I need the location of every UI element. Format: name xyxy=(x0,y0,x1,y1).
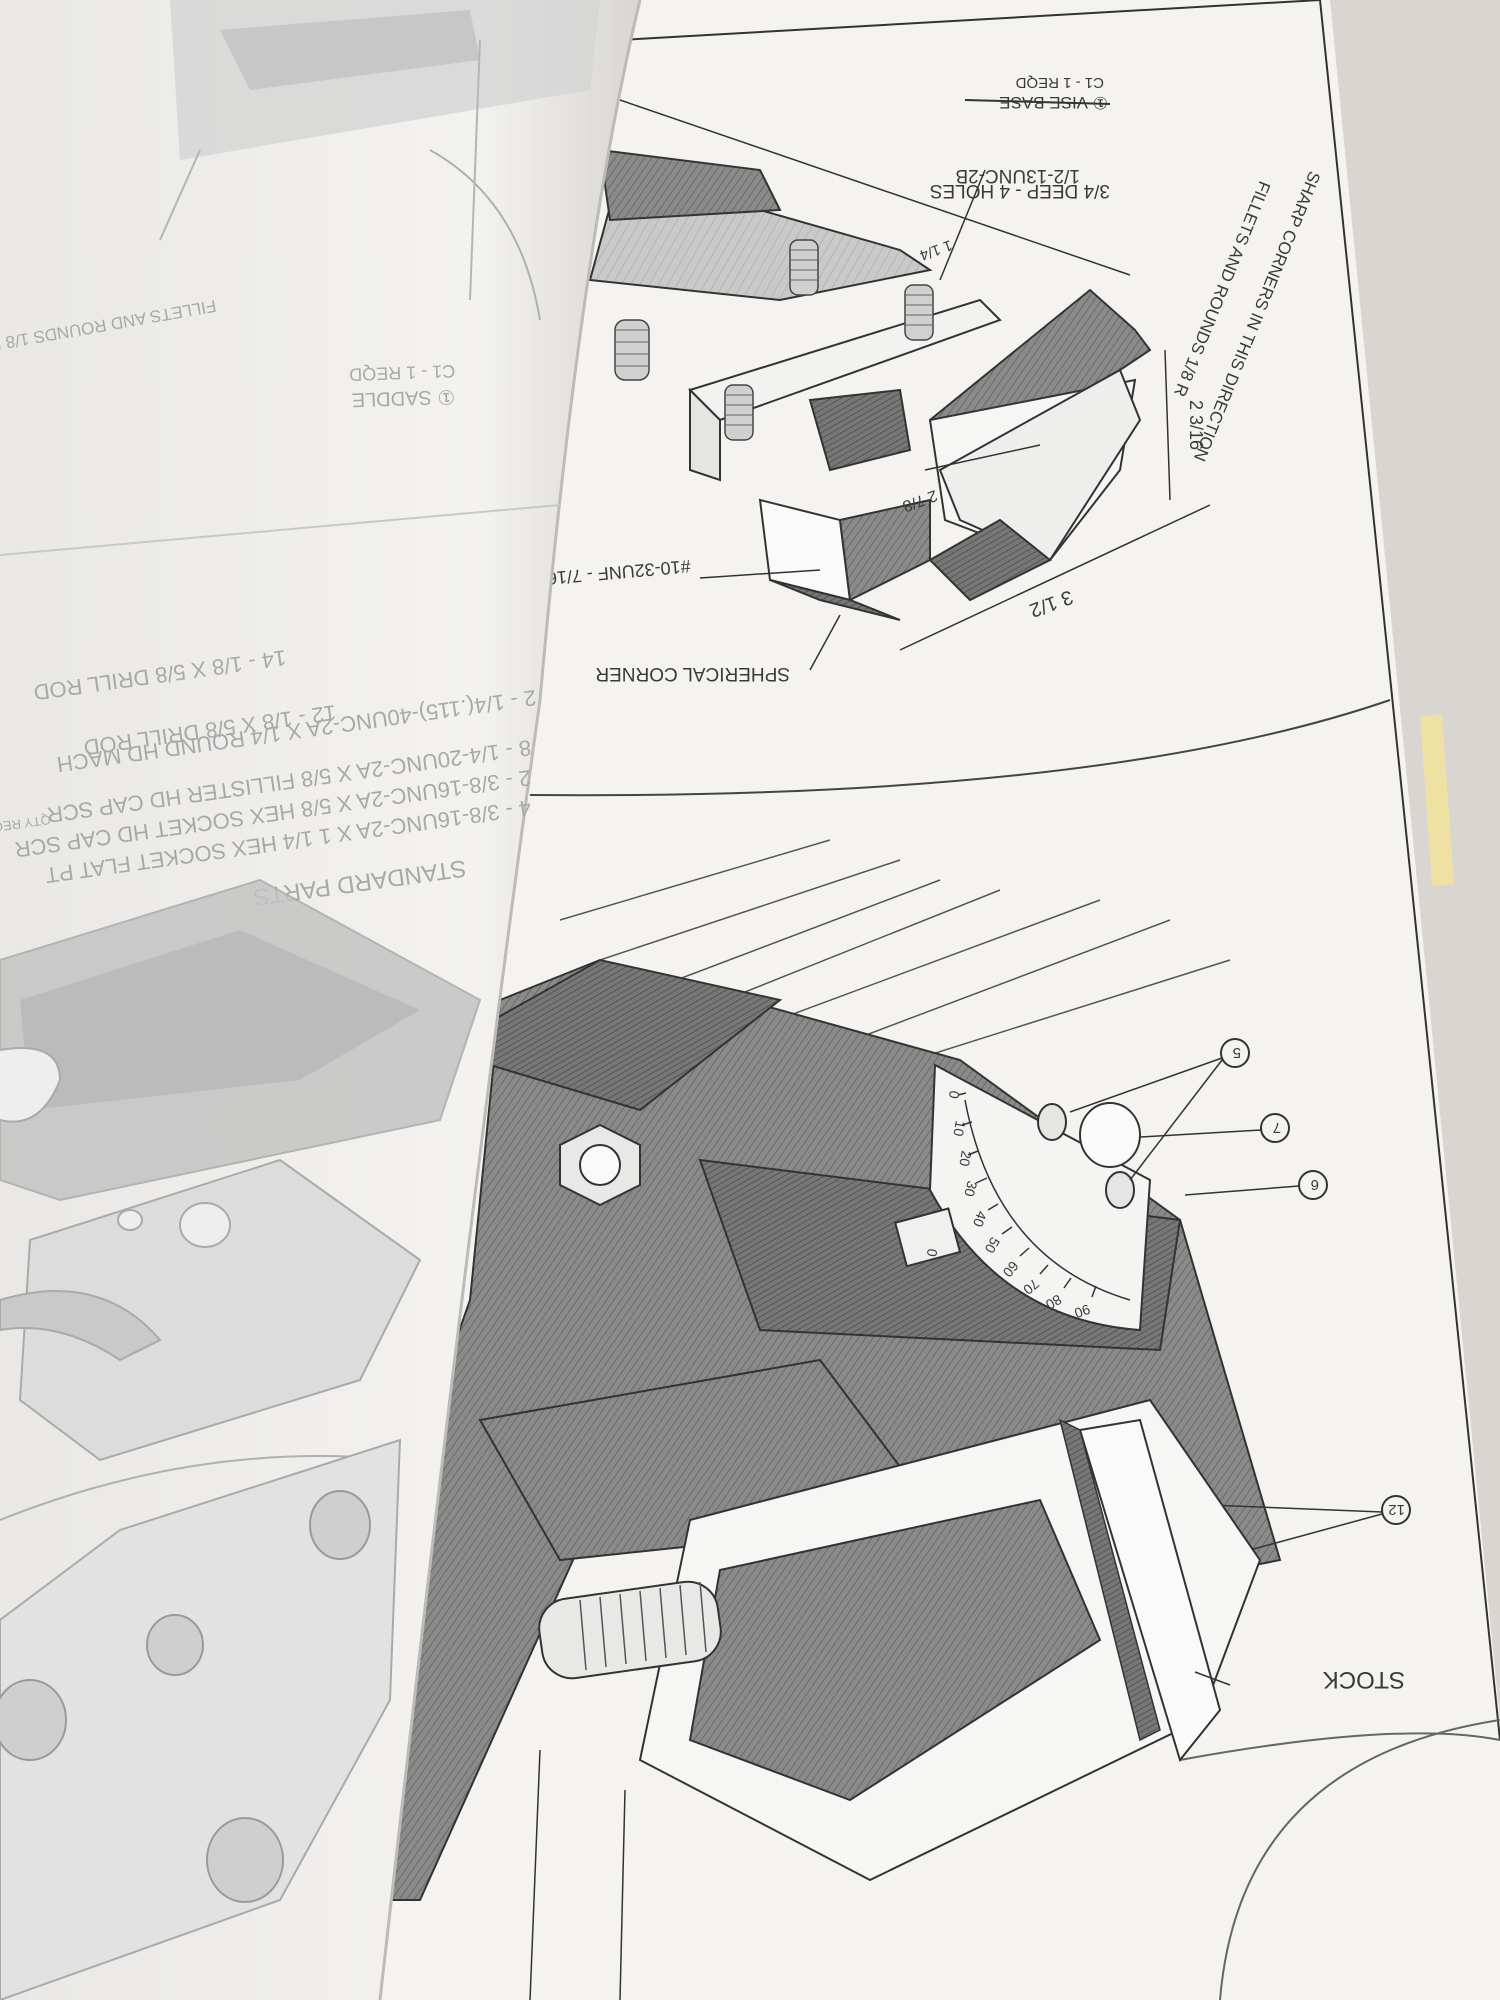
svg-text:12: 12 xyxy=(1388,1501,1405,1518)
border-right xyxy=(1319,0,1500,1741)
svg-text:6: 6 xyxy=(1311,1176,1319,1193)
callout-tap: 1/2-13UNC-2B xyxy=(955,165,1080,186)
protractor-tick-40: 40 xyxy=(970,1209,990,1229)
callout-tap-depth: 3/4 DEEP - 4 HOLES xyxy=(930,180,1110,201)
right-sheet: ① VISE BASE C1 - 1 REQD xyxy=(378,0,1500,2000)
stock-block xyxy=(1078,1418,1222,1763)
protractor-tick-30: 30 xyxy=(961,1179,981,1198)
saddle-qty: C1 - 1 REQD xyxy=(349,361,456,385)
left-sheet-curl: ① SADDLE C1 - 1 REQD FILLETS AND ROUNDS … xyxy=(0,0,642,2000)
svg-text:7: 7 xyxy=(1273,1119,1281,1136)
masking-tape xyxy=(1420,714,1454,886)
balloon-7: 7 xyxy=(1139,1113,1290,1143)
protractor-tick-90: 90 xyxy=(1072,1301,1092,1321)
saddle-title: ① SADDLE xyxy=(351,385,455,411)
svg-text:5: 5 xyxy=(1233,1044,1241,1061)
protractor-tick-20: 20 xyxy=(956,1149,974,1167)
dim-line-overall xyxy=(899,504,1211,651)
protractor-tick-10: 10 xyxy=(950,1119,968,1137)
border-top xyxy=(619,0,1321,41)
balloon-6: 6 xyxy=(1184,1170,1328,1200)
label-spherical-corner: SPHERICAL CORNER xyxy=(595,663,790,684)
assembly-drawing: 0 10 20 30 40 50 60 70 80 90 0 5 xyxy=(378,839,1500,2000)
vise-base-qty: C1 - 1 REQD xyxy=(1015,74,1104,91)
protractor-tick-50: 50 xyxy=(982,1235,1004,1257)
index-mark: 0 xyxy=(924,1247,941,1258)
view-divider xyxy=(529,699,1391,797)
protractor-tick-80: 80 xyxy=(1043,1291,1065,1313)
protractor-tick-0: 0 xyxy=(946,1089,963,1100)
balloon-5: 5 xyxy=(1069,1038,1250,1181)
label-stock: STOCK xyxy=(1323,1666,1405,1693)
dim-height: 2 3/16 xyxy=(1186,400,1206,450)
